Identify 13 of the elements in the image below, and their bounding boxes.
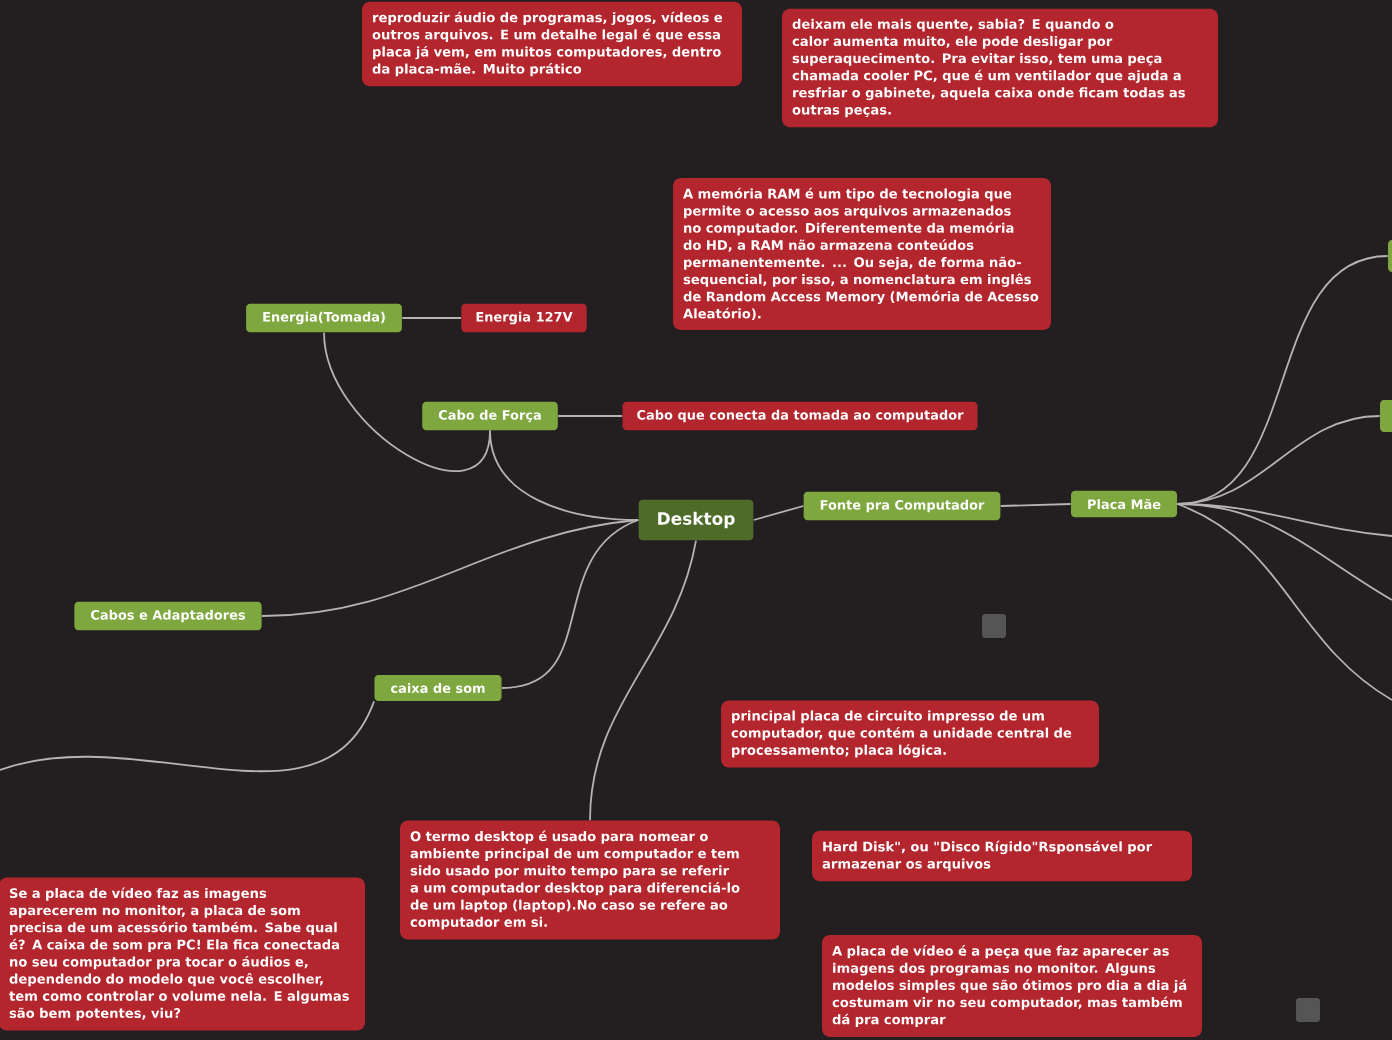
connector-line — [1176, 503, 1392, 701]
connector-line — [589, 539, 697, 822]
topic-box — [1380, 400, 1392, 432]
connector-line — [401, 317, 462, 319]
connector-line — [0, 700, 375, 773]
connector-line — [261, 519, 640, 617]
connector-line — [323, 331, 491, 472]
connector-line — [999, 503, 1072, 507]
connector-line — [501, 519, 640, 689]
connector-line — [1176, 503, 1392, 537]
root-topic-box: Desktop — [638, 499, 754, 541]
connector-line — [557, 415, 624, 417]
connector-line — [752, 505, 805, 521]
